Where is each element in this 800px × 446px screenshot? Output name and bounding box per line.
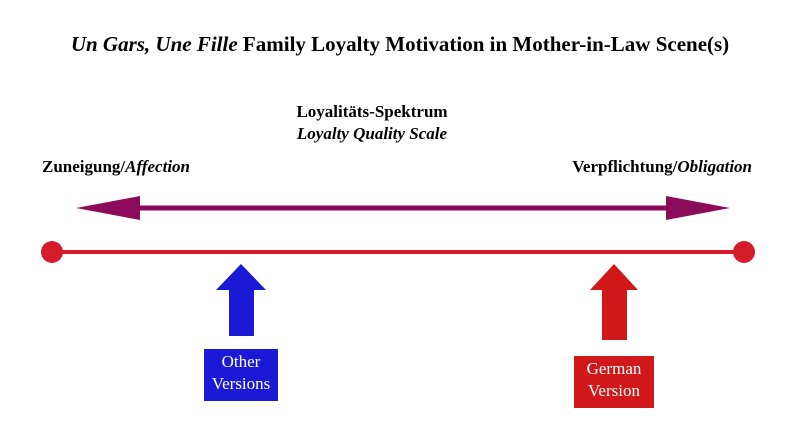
scale-endpoint-left: [41, 241, 63, 263]
spectrum-arrowhead-left: [76, 196, 140, 220]
other-versions-line1: Other: [221, 352, 261, 371]
pole-obligation-english: Obligation: [677, 157, 752, 176]
pole-affection-english: Affection: [125, 157, 191, 176]
diagram-title: Un Gars, Une Fille Family Loyalty Motiva…: [0, 32, 800, 57]
pole-affection: Zuneigung/Affection: [42, 157, 190, 177]
pole-affection-german: Zuneigung/: [42, 157, 126, 176]
spectrum-arrowhead-right: [666, 196, 730, 220]
german-version-arrow: [590, 264, 638, 340]
other-versions-arrow: [216, 264, 266, 336]
pole-obligation: Verpflichtung/Obligation: [572, 157, 752, 177]
spectrum-double-arrow: [76, 196, 730, 220]
german-version-label: German Version: [574, 356, 654, 408]
title-rest: Family Loyalty Motivation in Mother-in-L…: [242, 32, 730, 56]
scale-heading: Loyalitäts-Spektrum Loyalty Quality Scal…: [222, 101, 522, 145]
scale-subtitle: Loyalty Quality Scale: [296, 124, 448, 143]
german-version-line1: German: [586, 359, 642, 378]
german-version-line2: Version: [588, 381, 640, 400]
pole-obligation-german: Verpflichtung/: [572, 157, 678, 176]
scale-endpoint-right: [733, 241, 755, 263]
scale-name: Loyalitäts-Spektrum: [296, 102, 448, 121]
scale-line: [41, 241, 755, 263]
title-show-name: Un Gars, Une Fille: [70, 32, 238, 56]
other-versions-line2: Versions: [211, 374, 271, 393]
other-versions-label: Other Versions: [204, 349, 278, 401]
